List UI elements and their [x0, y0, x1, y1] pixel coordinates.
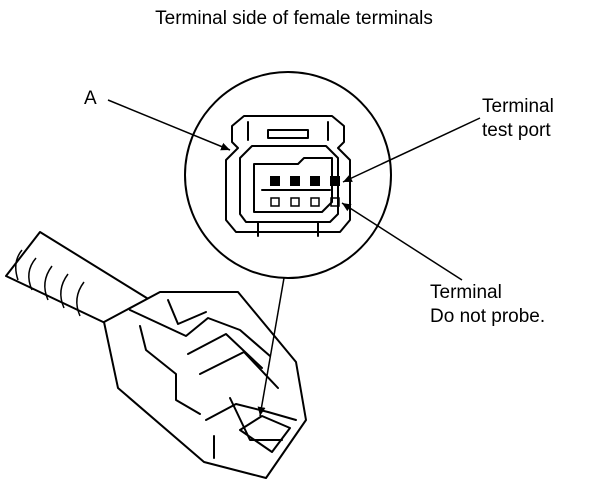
leader-test-port	[342, 117, 481, 183]
magnified-view-circle	[184, 71, 392, 279]
label-terminal-line1: Terminal	[430, 282, 502, 303]
terminals	[270, 197, 340, 207]
label-terminal-line2: Do not probe.	[430, 306, 545, 327]
leader-terminal	[341, 202, 463, 281]
terminal-test-ports	[270, 176, 340, 186]
test-port	[270, 176, 280, 186]
terminal	[290, 197, 300, 207]
connector-housing	[103, 291, 307, 479]
view-pointer-arrow	[257, 277, 285, 417]
wire-harness	[5, 231, 151, 331]
terminal	[270, 197, 280, 207]
terminal	[330, 197, 340, 207]
terminal	[310, 197, 320, 207]
test-port	[330, 176, 340, 186]
diagram-title: Terminal side of female terminals	[155, 8, 433, 29]
label-terminal-test-port-line2: test port	[482, 120, 551, 141]
label-terminal-test-port-line1: Terminal	[482, 96, 554, 117]
label-a: A	[84, 88, 97, 109]
test-port	[290, 176, 300, 186]
leader-a	[107, 99, 231, 151]
test-port	[310, 176, 320, 186]
